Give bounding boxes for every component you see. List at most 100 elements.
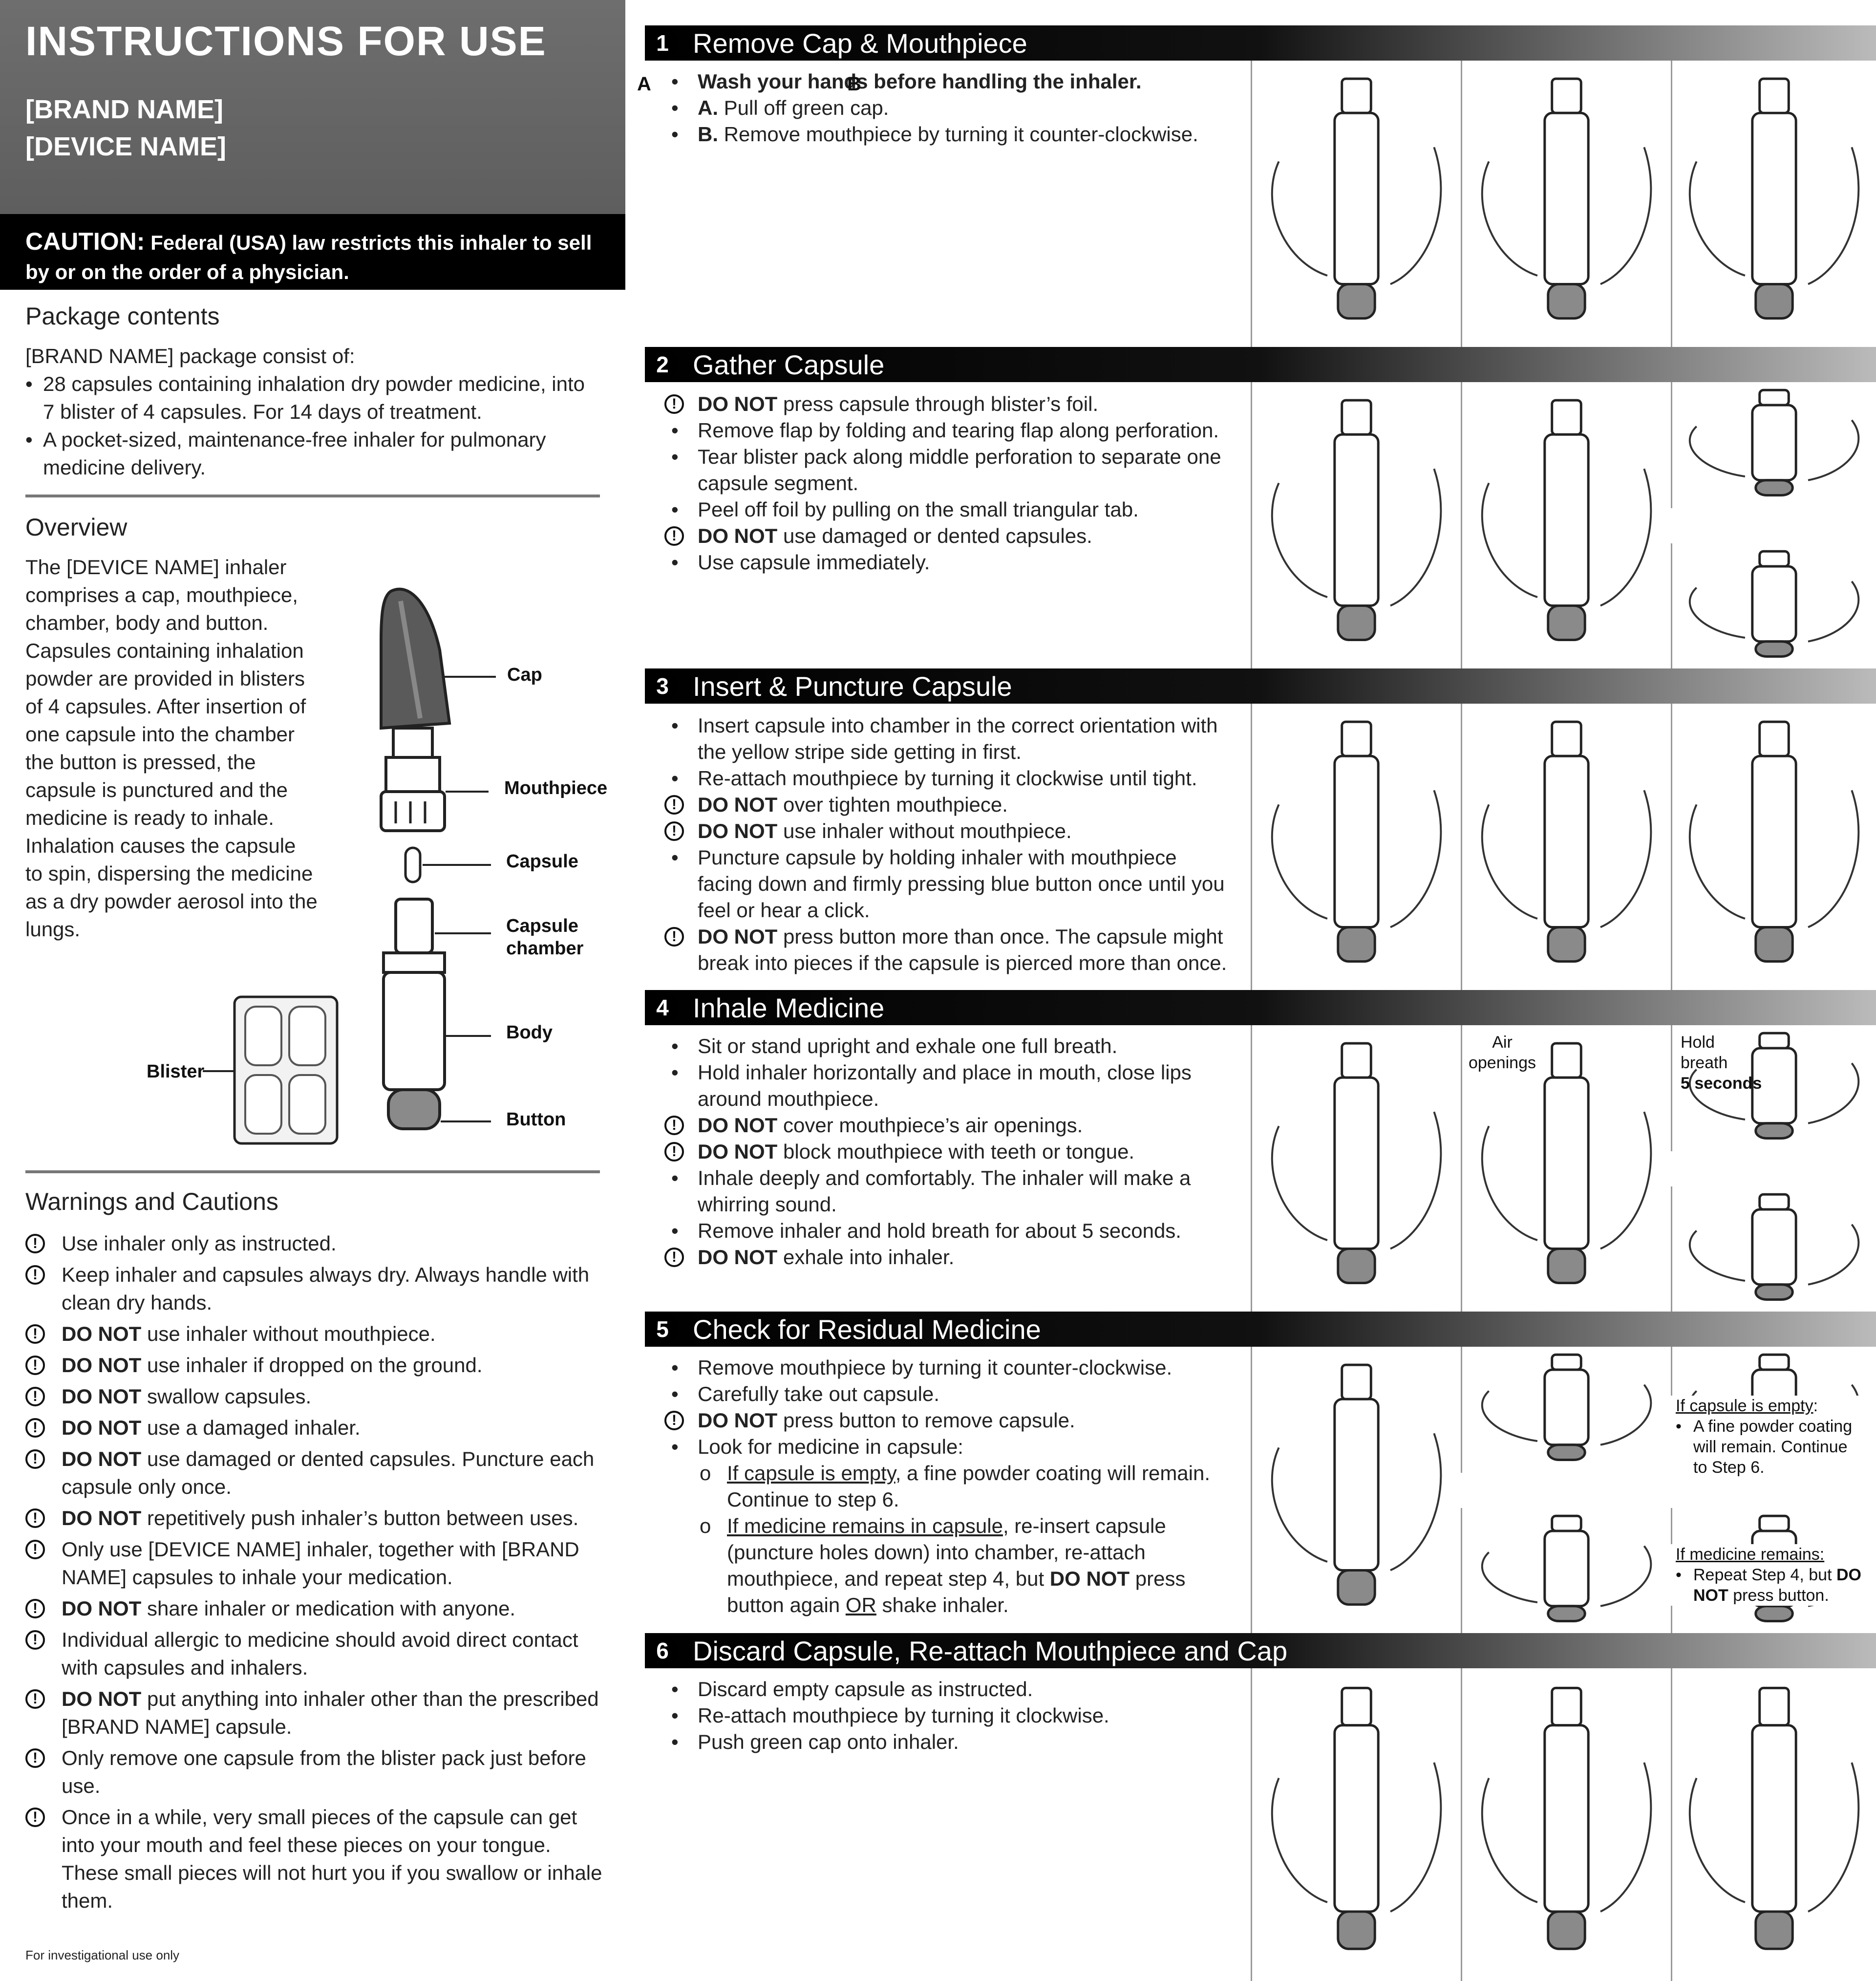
label-blister: Blister — [147, 1061, 205, 1082]
instruction-item: !DO NOT exhale into inhaler. — [645, 1244, 1231, 1270]
inhaler-illustration — [1689, 1032, 1860, 1140]
warning-text: swallow capsules. — [141, 1385, 312, 1408]
instruction-emphasis: DO NOT — [698, 925, 778, 948]
panel-label-b: B — [847, 73, 861, 95]
instruction-item: • Puncture capsule by holding inhaler wit… — [645, 844, 1231, 924]
step-illustration — [1251, 1347, 1461, 1634]
instruction-text: Push green cap onto inhaler. — [698, 1730, 959, 1753]
instruction-item: ! DO NOT press button to remove capsule. — [645, 1407, 1231, 1434]
warning-icon: ! — [25, 1387, 45, 1406]
package-intro: [BRAND NAME] package consist of: — [25, 345, 355, 367]
warning-icon: ! — [25, 1808, 45, 1827]
inhaler-illustration — [1271, 1363, 1442, 1606]
warning-item: !Only use [DEVICE NAME] inhaler, togethe… — [25, 1535, 612, 1591]
caution-banner: CAUTION: Federal (USA) law restricts thi… — [0, 214, 625, 290]
step-illustration — [1461, 1668, 1671, 1981]
warning-icon: ! — [664, 1411, 684, 1430]
warning-icon: ! — [25, 1599, 45, 1618]
step-title: Remove Cap & Mouthpiece — [693, 28, 1027, 59]
bullet: • — [671, 1382, 679, 1405]
warning-item: !Only remove one capsule from the bliste… — [25, 1744, 612, 1800]
warning-text: use a damaged inhaler. — [141, 1416, 361, 1439]
warning-icon: ! — [664, 1248, 684, 1267]
inhaler-illustration — [1689, 550, 1860, 658]
package-item: A pocket-sized, maintenance-free inhaler… — [25, 426, 602, 481]
bullet: • — [671, 846, 679, 869]
left-column: INSTRUCTIONS FOR USE [BRAND NAME] [DEVIC… — [0, 0, 625, 1981]
bullet: • — [671, 1166, 679, 1189]
instruction-item: •Wash your hands before handling the inh… — [645, 68, 1231, 95]
step-illustration — [1251, 1025, 1461, 1313]
sub-instruction-text: , a fine powder coating will remain. Con… — [727, 1462, 1211, 1511]
footer-note: For investigational use only — [25, 1948, 180, 1962]
warning-text: use inhaler without mouthpiece. — [141, 1322, 436, 1345]
step-title: Check for Residual Medicine — [693, 1314, 1041, 1345]
instruction-item: •Remove flap by folding and tearing flap… — [645, 417, 1231, 444]
hold-line3: 5 seconds — [1681, 1074, 1762, 1093]
instruction-item: •Remove mouthpiece by turning it counter… — [645, 1355, 1231, 1381]
step-illustration — [1461, 61, 1671, 348]
note-text: Repeat Step 4, but — [1693, 1566, 1836, 1584]
instruction-emphasis: DO NOT — [698, 1246, 778, 1269]
warning-emphasis: DO NOT — [62, 1354, 142, 1377]
warning-item: !Keep inhaler and capsules always dry. A… — [25, 1261, 612, 1316]
sub-instruction-condition: If capsule is empty — [727, 1462, 895, 1485]
instruction-text: press capsule through blister’s foil. — [777, 392, 1099, 415]
instruction-item: •Peel off foil by pulling on the small t… — [645, 496, 1231, 523]
instruction-text: Inhale deeply and comfortably. The inhal… — [698, 1166, 1191, 1216]
instruction-text: Re-attach mouthpiece by turning it clock… — [698, 1704, 1109, 1727]
instruction-emphasis: DO NOT — [698, 1409, 778, 1432]
label-cap: Cap — [507, 665, 542, 685]
label-mouthpiece: Mouthpiece — [504, 778, 608, 798]
bullet: • — [671, 714, 679, 737]
inhaler-anatomy-diagram: Cap Mouthpiece Capsule Capsule chamber B… — [137, 581, 608, 1153]
brand-name: [BRAND NAME] — [25, 95, 223, 124]
warning-item: !Individual allergic to medicine should … — [25, 1626, 612, 1681]
instruction-text: press button to remove capsule. — [777, 1409, 1075, 1432]
warning-icon: ! — [25, 1356, 45, 1375]
divider — [25, 1170, 600, 1173]
warning-item: !DO NOT use inhaler without mouthpiece. — [25, 1320, 612, 1348]
instruction-item: • Inhale deeply and comfortably. The inha… — [645, 1165, 1231, 1218]
bullet: • — [671, 123, 679, 146]
bullet: • — [671, 551, 679, 574]
step-title: Discard Capsule, Re-attach Mouthpiece an… — [693, 1636, 1288, 1666]
instruction-item: •Tear blister pack along middle perforat… — [645, 444, 1231, 496]
instruction-text: Puncture capsule by holding inhaler with… — [698, 846, 1225, 922]
instruction-item: •Sit or stand upright and exhale one ful… — [645, 1033, 1231, 1059]
label-button: Button — [506, 1109, 566, 1130]
instruction-item: •Re-attach mouthpiece by turning it cloc… — [645, 765, 1231, 792]
warning-emphasis: DO NOT — [62, 1447, 142, 1470]
warning-text: put anything into inhaler other than the… — [62, 1687, 599, 1738]
bullet: • — [671, 1704, 679, 1727]
instruction-emphasis: DO NOT — [1049, 1567, 1130, 1590]
step-number-badge: 2 — [647, 349, 678, 380]
step-number-badge: 1 — [647, 27, 678, 59]
bullet: • — [671, 498, 679, 521]
warning-emphasis: DO NOT — [62, 1687, 142, 1710]
step-illustration — [1671, 1668, 1876, 1981]
step-instructions: •Insert capsule into chamber in the corr… — [645, 712, 1231, 976]
step-instructions: •Sit or stand upright and exhale one ful… — [645, 1033, 1231, 1270]
sub-instruction-text: , re-insert capsule (puncture holes down… — [727, 1514, 1166, 1590]
warning-icon: ! — [25, 1540, 45, 1559]
package-contents: [BRAND NAME] package consist of: 28 caps… — [25, 342, 602, 481]
inhaler-illustration — [1481, 77, 1652, 320]
instruction-text: press button more than once. The capsule… — [698, 925, 1227, 974]
warning-emphasis: DO NOT — [62, 1597, 142, 1620]
label-capsule: Capsule — [506, 851, 578, 872]
note-text: press button. — [1728, 1586, 1829, 1605]
instruction-item: •Remove inhaler and hold breath for abou… — [645, 1218, 1231, 1244]
bullet: • — [671, 1678, 679, 1701]
warning-icon: ! — [664, 927, 684, 947]
inhaler-illustration — [1481, 1353, 1652, 1461]
step-illustration — [1251, 1668, 1461, 1981]
warning-icon: ! — [25, 1449, 45, 1469]
instruction-item: !DO NOT use damaged or dented capsules. — [645, 523, 1231, 549]
bullet: • — [671, 1730, 679, 1753]
warning-text: Only remove one capsule from the blister… — [62, 1746, 586, 1797]
